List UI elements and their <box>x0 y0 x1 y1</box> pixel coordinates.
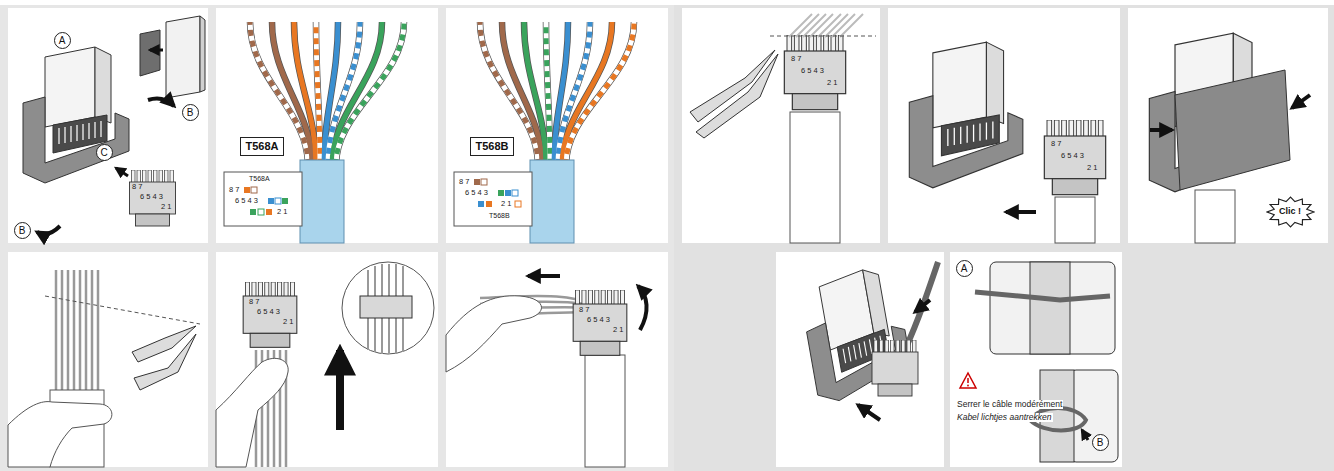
pin-numbers: 8 7 <box>131 183 143 191</box>
standard-label: T568B <box>488 212 511 219</box>
pin-numbers: 2 1 <box>160 203 172 211</box>
pin-numbers: 8 7 <box>790 55 802 63</box>
node-text: T568A <box>245 140 278 152</box>
callout-letter: B <box>14 222 31 239</box>
standard-label: T568A <box>248 175 271 182</box>
callout-letter: B <box>182 104 199 121</box>
standard-label: T568A <box>240 137 284 156</box>
node-text: B <box>1097 437 1104 448</box>
pin-numbers: 6 5 4 3 <box>139 193 164 201</box>
callout-letter: A <box>54 32 71 49</box>
warning-note: Serrer le câble modérément <box>956 400 1063 409</box>
standard-label: T568B <box>470 137 514 156</box>
click-starburst: Clic ! <box>1266 196 1315 228</box>
callout-letter: C <box>96 144 113 161</box>
callout-letter: B <box>1092 434 1109 451</box>
node-text: T568B <box>475 140 508 152</box>
pin-numbers: 2 1 <box>612 326 624 334</box>
pin-numbers: 8 7 <box>458 178 470 186</box>
pin-numbers: 6 5 4 3 <box>256 308 281 316</box>
pin-numbers: 8 7 <box>228 186 240 194</box>
pin-numbers: 8 7 <box>1050 140 1062 148</box>
node-text: Clic ! <box>1279 207 1301 217</box>
node-text: A <box>961 263 968 274</box>
pin-numbers: 6 5 4 3 <box>1060 152 1085 160</box>
pin-numbers: 2 1 <box>282 318 294 326</box>
pin-numbers: 2 1 <box>826 79 838 87</box>
pin-numbers: 2 1 <box>276 208 288 216</box>
pin-numbers: 8 7 <box>248 298 260 306</box>
pin-numbers: 6 5 4 3 <box>586 316 611 324</box>
pin-numbers: 8 7 <box>578 306 590 314</box>
callout-letter: A <box>956 260 973 277</box>
node-text: A <box>59 35 66 46</box>
node-text: B <box>19 225 26 236</box>
pin-numbers: 6 5 4 3 <box>464 189 489 197</box>
warning-note: Kabel lichtjes aantrekken <box>956 413 1053 422</box>
node-text: C <box>100 147 107 158</box>
pin-numbers: 6 5 4 3 <box>800 67 825 75</box>
node-text: B <box>187 107 194 118</box>
pin-numbers: 6 5 4 3 <box>234 197 259 205</box>
pin-numbers: 2 1 <box>1086 164 1098 172</box>
pin-numbers: 2 1 <box>500 200 512 208</box>
